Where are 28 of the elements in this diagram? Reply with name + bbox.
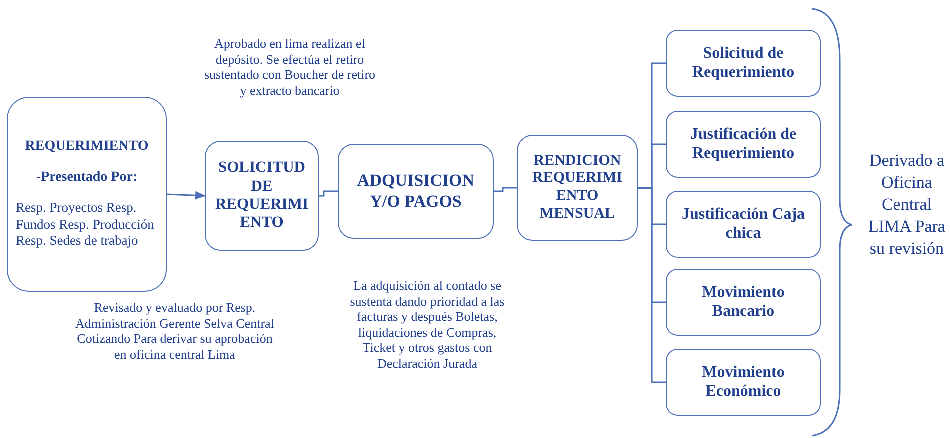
node-label: RENDICION REQUERIMI ENTO MENSUAL (531, 152, 624, 224)
node-heading: REQUERIMIENTO (24, 139, 150, 156)
node-label: Movimiento Económico (701, 364, 786, 402)
rounded-box (666, 30, 821, 97)
rounded-box (666, 349, 821, 416)
connector-line (319, 190, 338, 197)
annotation-text: Aprobado en lima realizan el depósito. Se efectúa el retiro sustentado con Boucher de retiro y extracto bancario (203, 36, 377, 98)
node-label: Movimiento Bancario (701, 284, 786, 322)
rounded-box (338, 144, 494, 239)
node-label: Justificación de Requerimiento (689, 126, 798, 164)
annotation-text: Revisado y evaluado por Resp. Administración Gerente Selva Central Cotizando Para derivar su aprobación en oficina central Lima (75, 300, 275, 362)
node-body: Resp. Proyectos Resp. Fundos Resp. Producción Resp. Sedes de trabajo (16, 200, 156, 250)
connector-line (638, 187, 666, 384)
arrow (166, 191, 206, 200)
side-note: Derivado a Oficina Central LIMA Para su revisión (868, 150, 946, 260)
node-label: SOLICITUD DE REQUERIMI ENTO (214, 159, 310, 233)
node-label: ADQUISICION Y/O PAGOS (356, 171, 476, 212)
rounded-box (205, 141, 319, 251)
node-subheading: -Presentado Por: (35, 170, 139, 186)
rounded-box (666, 269, 821, 336)
rounded-box (666, 191, 821, 258)
rounded-box (517, 135, 638, 241)
rounded-box (666, 111, 821, 178)
annotation-text: La adquisición al contado se sustenta dando prioridad a las facturas y después Boletas, liquidaciones de Compras, Ticket y otros gastos con Declaración Jurada (349, 278, 506, 372)
node-label: Solicitud de Requerimiento (691, 44, 796, 82)
rounded-box (7, 97, 167, 292)
node-label: Justificación Caja chica (680, 206, 806, 244)
connector-line (494, 187, 517, 192)
